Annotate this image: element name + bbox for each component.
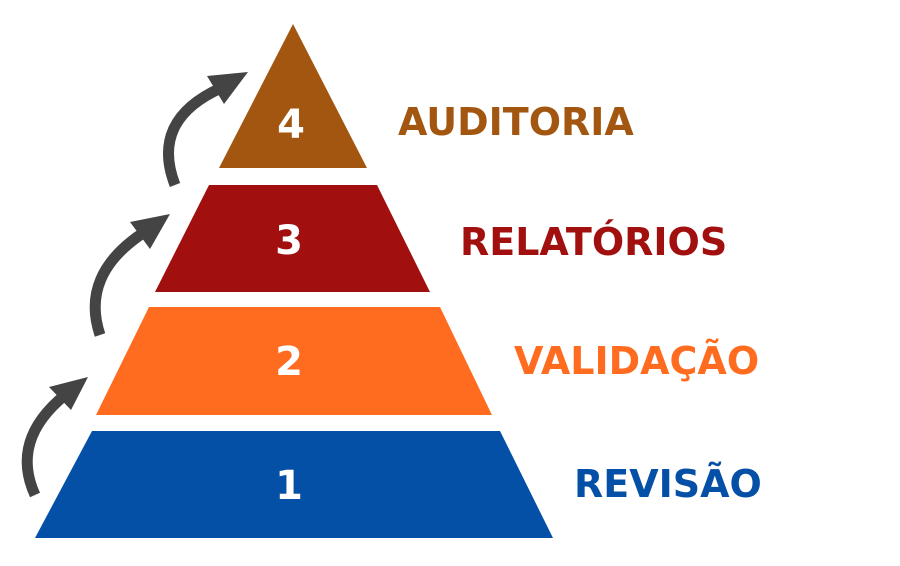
tier-1-shape bbox=[35, 431, 553, 538]
tier-4-label: AUDITORIA bbox=[398, 100, 634, 144]
tier-3-number: 3 bbox=[275, 218, 303, 264]
arrow-1-head bbox=[49, 377, 88, 410]
tier-2-label: VALIDAÇÃO bbox=[514, 339, 759, 383]
pyramid-level-4: 4 AUDITORIA bbox=[219, 24, 634, 168]
tier-1-label: REVISÃO bbox=[574, 462, 762, 506]
tier-4-shape bbox=[219, 24, 367, 168]
arrow-3-head bbox=[207, 72, 248, 104]
arrow-1-shaft bbox=[21, 390, 69, 498]
tier-2-number: 2 bbox=[275, 339, 303, 385]
curved-arrow-up-icon bbox=[163, 72, 248, 187]
pyramid-level-2: 2 VALIDAÇÃO bbox=[96, 307, 759, 415]
tier-2-shape bbox=[96, 307, 492, 415]
tier-1-number: 1 bbox=[275, 463, 303, 509]
arrow-2-shaft bbox=[89, 228, 147, 337]
curved-arrow-up-icon bbox=[89, 214, 170, 337]
arrow-2-head bbox=[130, 214, 170, 249]
tier-3-shape bbox=[155, 185, 430, 292]
tier-4-number: 4 bbox=[277, 102, 305, 148]
pyramid-level-3: 3 RELATÓRIOS bbox=[155, 185, 727, 292]
tier-3-label: RELATÓRIOS bbox=[460, 220, 727, 264]
arrow-3-shaft bbox=[163, 82, 224, 187]
pyramid-level-1: 1 REVISÃO bbox=[35, 431, 762, 538]
curved-arrow-up-icon bbox=[21, 377, 88, 498]
